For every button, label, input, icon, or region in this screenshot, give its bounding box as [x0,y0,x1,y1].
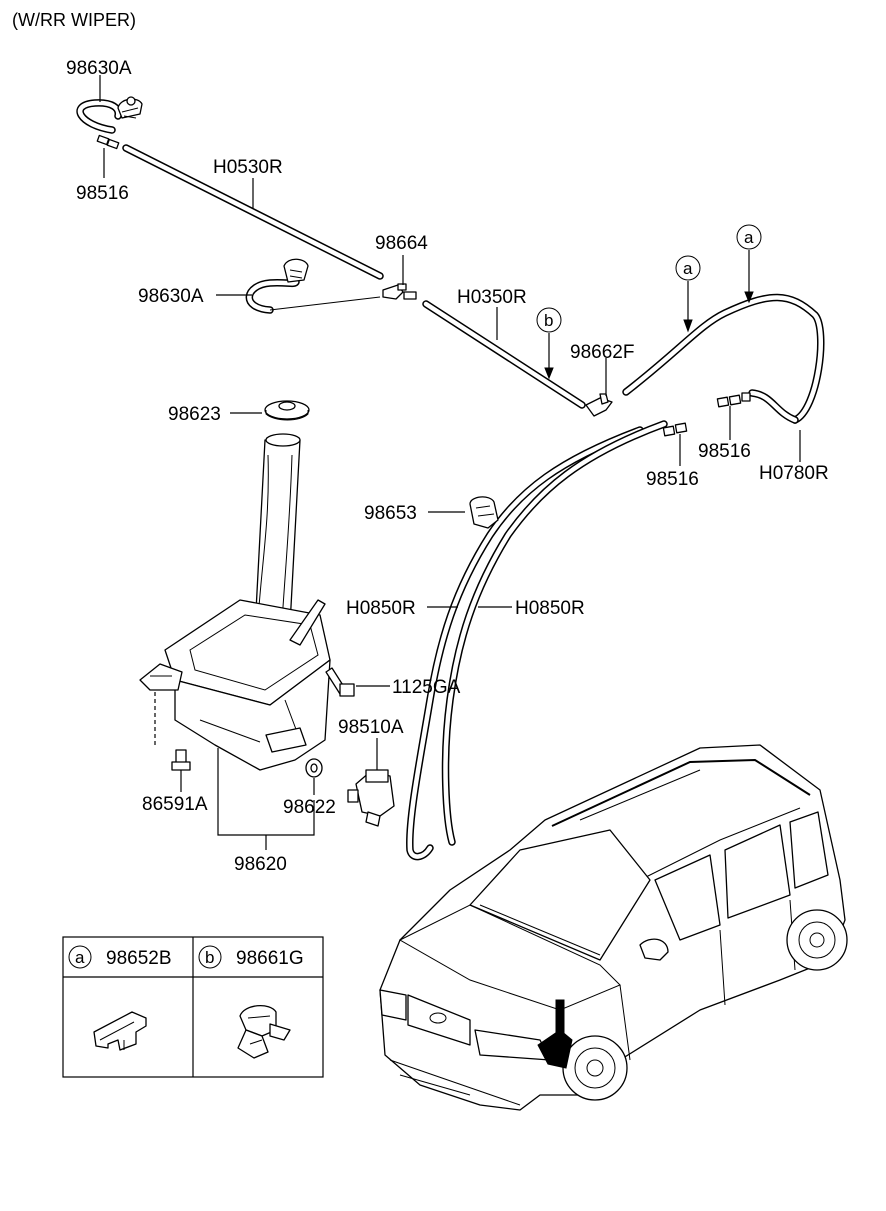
grommet-98622 [305,758,323,778]
label-H0850R-left: H0850R [346,598,416,619]
label-98620: 98620 [234,854,287,875]
label-98662F: 98662F [570,342,634,363]
label-98516-top: 98516 [76,183,129,204]
clip-98653 [469,496,499,529]
nozzle-mid [245,258,381,314]
callout-a1: a [683,259,693,278]
label-98630A-mid: 98630A [138,286,204,307]
label-H0850R-right: H0850R [515,598,585,619]
callout-a2-circle [736,224,762,250]
clip-98652B-drawing [93,1011,147,1051]
label-H0780R: H0780R [759,463,829,484]
connector-98516-top [96,134,120,150]
callout-a2: a [744,228,754,247]
callout-b-circle [536,307,562,333]
clip-98661G-drawing [237,1005,291,1059]
hose-H0350R [422,300,586,409]
label-98516-a: 98516 [698,441,751,462]
vehicle-drawing [379,744,848,1111]
label-H0530R: H0530R [213,157,283,178]
callout-b: b [544,311,553,330]
label-98516-b: 98516 [646,469,699,490]
cap-98623 [264,400,310,421]
connector-98516-upper [716,392,751,408]
nozzle-top [76,96,143,134]
label-98653: 98653 [364,503,417,524]
joint-98662F [585,393,613,417]
legend-b-letter: b [205,948,214,967]
hose-H0530R [122,144,384,280]
hose-right-loop [622,293,825,424]
connector-98516-lower [662,422,688,437]
label-98664: 98664 [375,233,428,254]
legend-a-part: 98652B [106,948,172,969]
label-86591A: 86591A [142,794,208,815]
pump-98510A [347,769,395,827]
callout-a1-circle [675,255,701,281]
legend-table: a 98652B b 98661G [62,936,324,1078]
joint-98664 [382,283,417,300]
bolt-86591A [171,749,191,771]
legend-a-letter: a [75,948,85,967]
label-H0350R: H0350R [457,287,527,308]
bolt-1125GA [325,667,355,697]
label-98510A: 98510A [338,717,404,738]
hose-H0850R [406,420,668,861]
label-98630A-top: 98630A [66,58,132,79]
label-98623: 98623 [168,404,221,425]
reservoir-98620 [139,433,331,771]
diagram-title: (W/RR WIPER) [12,10,136,30]
label-98622: 98622 [283,797,336,818]
legend-b-part: 98661G [236,948,304,969]
label-1125GA: 1125GA [392,677,461,698]
